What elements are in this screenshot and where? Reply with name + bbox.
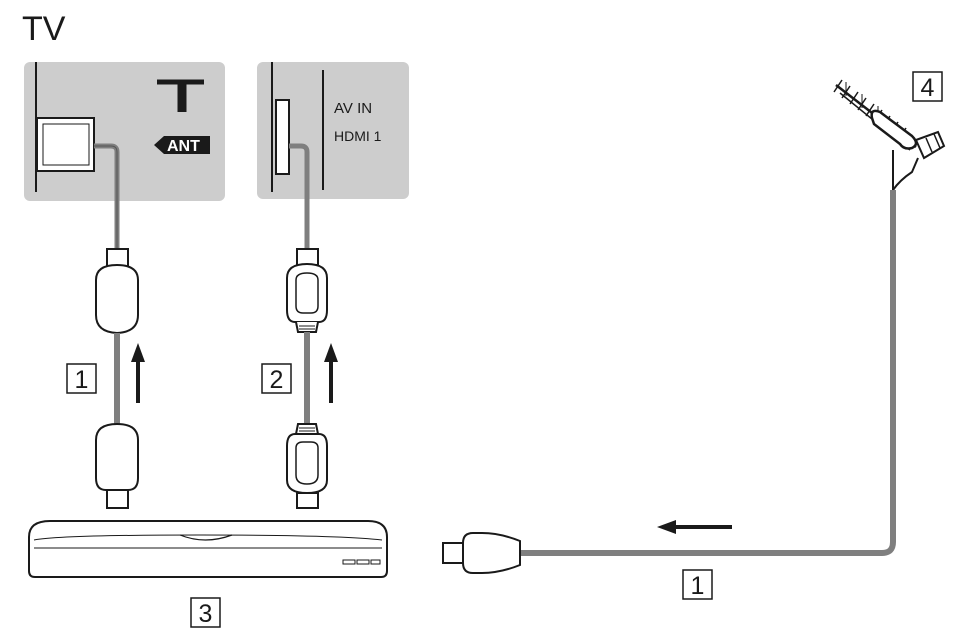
svg-text:1: 1	[691, 572, 705, 600]
svg-text:2: 2	[270, 366, 284, 394]
callout-rf-cable-right: 1	[682, 569, 713, 600]
callout-recorder: 3	[190, 597, 221, 628]
hdmi-cable	[286, 143, 328, 509]
diagram-title: TV	[22, 10, 66, 48]
svg-text:4: 4	[921, 74, 935, 102]
ant-label: ANT	[167, 138, 200, 155]
callout-antenna: 4	[912, 71, 943, 102]
hdmi1-label: HDMI 1	[334, 128, 382, 144]
svg-text:1: 1	[75, 366, 89, 394]
arrow-up-icon	[131, 343, 145, 403]
rf-cable-right	[442, 190, 896, 574]
hdmi-socket	[275, 99, 290, 175]
rf-plug-lower	[95, 422, 139, 491]
ant-tag	[154, 136, 210, 154]
callout-rf-cable-left: 1	[66, 363, 97, 394]
aerial-antenna-icon	[833, 79, 946, 194]
callout-hdmi-cable: 2	[261, 363, 292, 394]
arrow-left-icon	[657, 520, 732, 534]
rf-plug-upper	[95, 263, 139, 335]
recorder-device-icon	[28, 520, 388, 578]
arrow-up-icon	[324, 343, 338, 403]
rf-cable-left	[94, 143, 139, 509]
antenna-terminal-icon	[157, 79, 204, 112]
rf-plug-right	[462, 532, 521, 574]
antenna-terminal-panel: ANT	[24, 62, 225, 201]
hdmi-terminal-panel: AV IN HDMI 1	[257, 62, 409, 199]
svg-text:3: 3	[199, 600, 213, 628]
av-in-label: AV IN	[334, 100, 372, 117]
hdmi-plug-upper	[286, 262, 328, 323]
